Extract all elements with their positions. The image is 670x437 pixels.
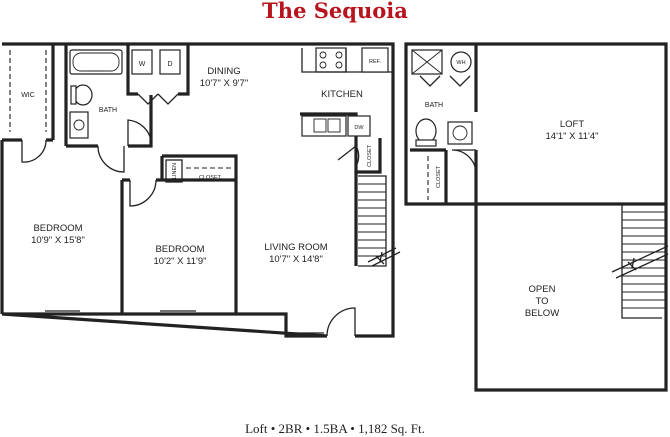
- living-dims: 10'7" X 14'8": [269, 254, 323, 265]
- loft-bath-door-swing: [451, 149, 477, 177]
- bedroom1-name: BEDROOM: [33, 223, 82, 234]
- dryer: [159, 49, 181, 75]
- loft-closet-label: CLOSET: [436, 165, 442, 188]
- range: [315, 47, 347, 73]
- linen-label: LINEN: [172, 163, 178, 179]
- main-outer-wall: [1, 42, 395, 338]
- laundry-bifold-door: [137, 93, 179, 105]
- main-floor: WIC BATH W D DINING 10'7" X 9'7" REF: [0, 42, 401, 338]
- loft-dims: 14'1" X 11'4": [546, 131, 599, 142]
- bedroom2-door-swing: [129, 179, 157, 207]
- dw-label: DW: [354, 125, 364, 131]
- refrigerator: [361, 47, 389, 73]
- main-windows: [45, 310, 324, 337]
- bath-sink: [69, 111, 89, 139]
- kitchen-label: KITCHEN: [321, 89, 363, 100]
- wic-wall: [2, 44, 55, 142]
- wh-label: WH: [456, 60, 465, 66]
- bath-wall: [64, 44, 153, 148]
- loft-toilet: [415, 118, 437, 144]
- laundry-wall: [126, 44, 190, 96]
- loft-bath-label: BATH: [425, 102, 443, 109]
- kitchen-closet-door: [337, 145, 360, 167]
- wic-label: WIC: [21, 92, 35, 99]
- dining-dims: 10'7" X 9'7": [200, 78, 248, 89]
- unit-summary-caption: Loft • 2BR • 1.5BA • 1,182 Sq. Ft.: [245, 421, 425, 436]
- kitchen-sink-counter: [301, 115, 347, 137]
- loft-outer-wall: [404, 42, 668, 392]
- dishwasher: [347, 115, 371, 137]
- open-label-2: TO: [535, 296, 548, 307]
- loft-name: LOFT: [560, 119, 584, 130]
- loft-bath-bifold: [419, 75, 471, 87]
- loft-closet-wall: [410, 148, 448, 204]
- open-label-1: OPEN: [529, 284, 556, 295]
- loft-floor: WH BATH CLOSET LOFT 14'1" X 11'4" OPEN T…: [404, 42, 669, 392]
- bedroom2-closet-label: CLOSET: [199, 175, 222, 181]
- bath-toilet: [73, 84, 93, 106]
- bedroom1-door-swing: [97, 145, 125, 173]
- toilet-tank: [70, 85, 77, 105]
- front-door-swing: [326, 307, 356, 337]
- dining-name: DINING: [207, 66, 240, 77]
- linen-closet: [165, 159, 183, 183]
- loft-sink: [447, 121, 473, 145]
- plan-title: The Sequoia: [262, 0, 408, 23]
- bedroom2-dims: 10'2" X 11'9": [154, 256, 207, 267]
- open-label-3: BELOW: [525, 308, 559, 319]
- bathtub: [69, 49, 123, 75]
- bedroom2-name: BEDROOM: [155, 244, 204, 255]
- kitchen-closet-label: CLOSET: [367, 144, 373, 167]
- living-name: LIVING ROOM: [264, 242, 327, 253]
- dryer-label: D: [167, 61, 172, 68]
- loft-staircase: [611, 204, 669, 319]
- bath-door-swing: [127, 119, 152, 146]
- bedroom1-dims: 10'9" X 15'8": [31, 235, 85, 246]
- bath-label: BATH: [99, 107, 117, 114]
- ref-label: REF.: [369, 59, 381, 65]
- washer: [131, 49, 153, 75]
- kitchen-closet-wall: [354, 138, 382, 174]
- washer-label: W: [139, 61, 146, 68]
- bedroom2-living-wall: [160, 154, 238, 314]
- bedroom-divider-wall: [0, 140, 236, 314]
- main-staircase: [358, 175, 401, 267]
- loft-toilet-tank: [415, 139, 437, 147]
- wic-door-swing: [21, 139, 47, 163]
- water-heater: [450, 51, 472, 73]
